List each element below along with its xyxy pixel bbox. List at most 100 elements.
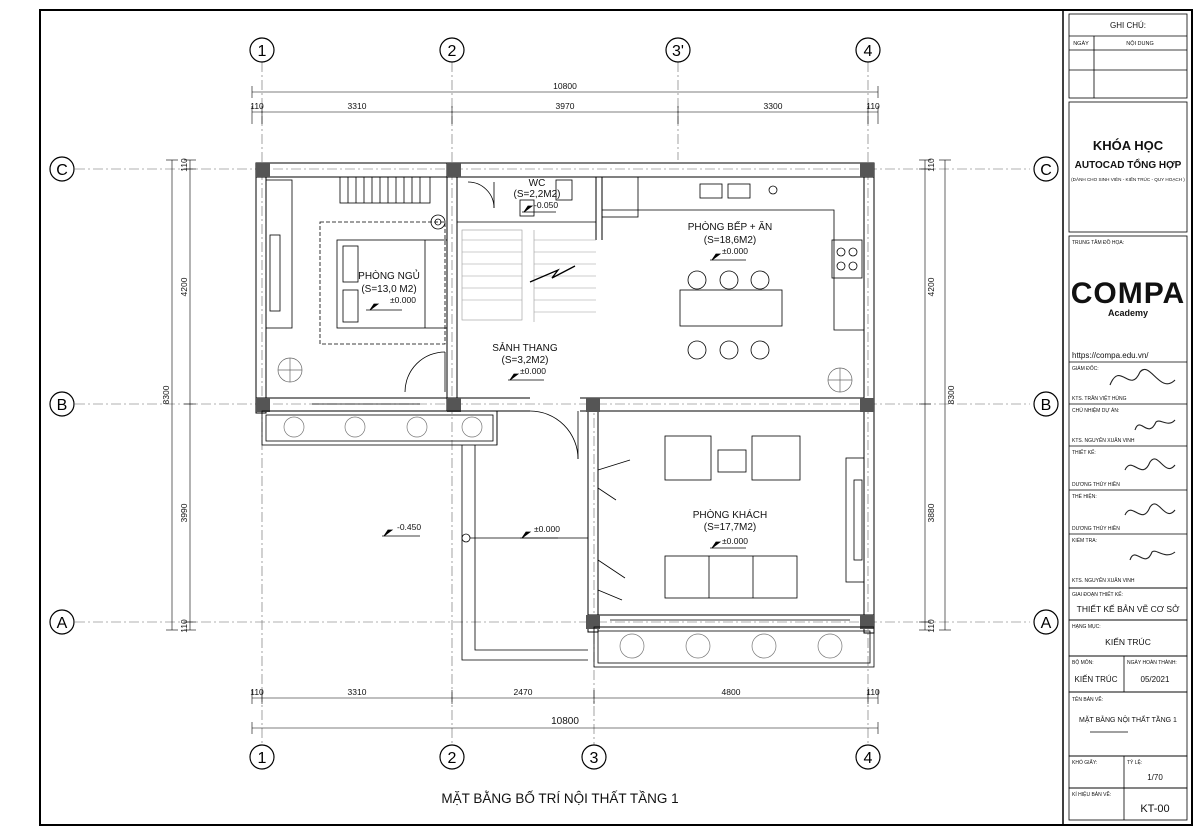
pm-label: CHỦ NHIỆM DỰ ÁN: bbox=[1072, 406, 1119, 414]
dim-text: 110 bbox=[866, 101, 880, 111]
room-name: WC bbox=[529, 178, 546, 189]
grid-bubbles-sides: C B A C B A bbox=[49, 156, 1059, 635]
room-level: -0.050 bbox=[534, 200, 558, 210]
check-name: KTS. NGUYỄN XUÂN VINH bbox=[1072, 577, 1135, 584]
dept-value: KIẾN TRÚC bbox=[1075, 674, 1118, 684]
course-title-2: AUTOCAD TỔNG HỢP bbox=[1075, 158, 1182, 171]
notes-header: GHI CHÚ: bbox=[1110, 21, 1146, 30]
room-level: ±0.000 bbox=[520, 366, 546, 376]
dimension-lines bbox=[166, 86, 951, 734]
grid-label-top: 4 bbox=[864, 43, 873, 60]
room-labels: PHÒNG NGỦ (S=13,0 M2) ±0.000 WC (S=2,2M2… bbox=[358, 178, 772, 546]
bedroom-furniture bbox=[265, 176, 448, 393]
notes-col-date: NGÀY bbox=[1073, 40, 1089, 47]
drawing-caption: MẶT BẰNG BỐ TRÍ NỘI THẤT TẦNG 1 bbox=[441, 791, 678, 806]
item-value: KIẾN TRÚC bbox=[1105, 637, 1151, 647]
grid-label-top: 3' bbox=[672, 43, 684, 60]
grid-label-right: B bbox=[1041, 397, 1052, 414]
room-name: SẢNH THANG bbox=[492, 341, 558, 354]
director-name: KTS. TRẦN VIỆT HÙNG bbox=[1072, 394, 1127, 402]
room-area: (S=13,0 M2) bbox=[361, 284, 416, 295]
room-area: (S=3,2M2) bbox=[502, 355, 549, 366]
dim-text: 2470 bbox=[514, 687, 533, 697]
grid-label-bottom: 2 bbox=[448, 750, 457, 767]
signature-checker bbox=[1129, 550, 1176, 561]
grid-label-left: C bbox=[56, 162, 68, 179]
grid-label-bottom: 4 bbox=[864, 750, 873, 767]
dept-label: BỘ MÔN: bbox=[1072, 659, 1094, 666]
paper-label: KHỔ GIẤY: bbox=[1072, 759, 1097, 766]
signature-pm bbox=[1134, 419, 1176, 431]
dim-text: 110 bbox=[866, 687, 880, 697]
design-label: THIẾT KẾ: bbox=[1072, 449, 1096, 456]
grid-label-bottom: 1 bbox=[258, 750, 267, 767]
grid-label-bottom: 3 bbox=[590, 750, 599, 767]
staircase bbox=[461, 229, 596, 322]
room-area: (S=18,6M2) bbox=[704, 235, 757, 246]
sheet-name-label: TÊN BẢN VẼ: bbox=[1072, 695, 1103, 703]
compa-logo-text: COMPA bbox=[1071, 277, 1185, 310]
signatures bbox=[1109, 369, 1176, 561]
notes-col-content: NỘI DUNG bbox=[1126, 40, 1154, 47]
room-name: PHÒNG BẾP + ĂN bbox=[688, 220, 773, 233]
compa-logo-subtext: Academy bbox=[1108, 308, 1148, 318]
dim-text: 3990 bbox=[179, 503, 189, 522]
room-level: ±0.000 bbox=[390, 295, 416, 305]
room-area: (S=17,7M2) bbox=[704, 522, 757, 533]
room-level: ±0.000 bbox=[722, 536, 748, 546]
dim-text: 3970 bbox=[556, 101, 575, 111]
dim-text: 3310 bbox=[348, 687, 367, 697]
pm-name: KTS. NGUYỄN XUÂN VINH bbox=[1072, 437, 1135, 444]
grid-bubbles-bottom: 1 2 3 4 bbox=[249, 744, 881, 770]
course-subtitle: (DÀNH CHO SINH VIÊN - KIẾN TRÚC - QUY HO… bbox=[1071, 175, 1185, 182]
yard-level: ±0.000 bbox=[534, 524, 560, 534]
wc-fixtures bbox=[457, 179, 596, 223]
room-name: PHÒNG NGỦ bbox=[358, 269, 420, 282]
titleblock-texts: GHI CHÚ: NGÀY NỘI DUNG KHÓA HỌC AUTOCAD … bbox=[1071, 21, 1186, 815]
dim-text: 3310 bbox=[348, 101, 367, 111]
signature-director bbox=[1109, 369, 1176, 386]
signature-designer bbox=[1124, 458, 1176, 471]
compa-url: https://compa.edu.vn/ bbox=[1072, 351, 1149, 360]
item-label: HẠNG MỤC: bbox=[1072, 624, 1101, 630]
shrubs bbox=[283, 416, 843, 659]
grid-label-left: B bbox=[57, 397, 68, 414]
draw-name: DƯƠNG THÚY HIỀN bbox=[1072, 525, 1120, 532]
draw-label: THỂ HIỆN: bbox=[1072, 492, 1097, 500]
director-label: GIÁM ĐỐC: bbox=[1072, 365, 1099, 372]
dimension-texts: 10800 110 3310 3970 3300 110 110 3310 24… bbox=[161, 81, 956, 727]
grid-lines bbox=[75, 62, 1030, 745]
grid-label-right: C bbox=[1040, 162, 1052, 179]
stair-break-symbol bbox=[529, 265, 576, 283]
level-markers bbox=[366, 205, 746, 549]
grid-bubbles-top: 1 2 3' 4 bbox=[249, 37, 881, 63]
dim-text: 8300 bbox=[946, 385, 956, 404]
signature-drafter bbox=[1124, 503, 1176, 516]
living-furniture bbox=[529, 410, 865, 601]
dim-text: 3880 bbox=[926, 503, 936, 522]
scale-value: 1/70 bbox=[1147, 773, 1163, 782]
walls bbox=[255, 162, 875, 634]
dim-text: 110 bbox=[250, 101, 264, 111]
sheet-no-value: KT-00 bbox=[1140, 803, 1169, 815]
dim-text: 10800 bbox=[551, 716, 579, 727]
check-label: KIỂM TRA: bbox=[1072, 537, 1097, 544]
dim-text: 4200 bbox=[179, 277, 189, 296]
sheet-name-value: MẶT BẰNG NỘI THẤT TẦNG 1 bbox=[1079, 714, 1177, 724]
design-name: DƯƠNG THÚY HIỀN bbox=[1072, 481, 1120, 488]
planters bbox=[261, 403, 875, 668]
date-label: NGÀY HOÀN THÀNH: bbox=[1127, 659, 1177, 666]
yard-level: -0.450 bbox=[397, 522, 421, 532]
titleblock-frames bbox=[1068, 13, 1188, 821]
dim-text: 10800 bbox=[553, 81, 577, 91]
dim-text: 4200 bbox=[926, 277, 936, 296]
room-area: (S=2,2M2) bbox=[514, 189, 561, 200]
grid-label-top: 1 bbox=[258, 43, 267, 60]
dim-text: 110 bbox=[926, 158, 936, 172]
dim-text: 8300 bbox=[161, 385, 171, 404]
sheet-border bbox=[39, 9, 1193, 826]
dim-text: 110 bbox=[179, 158, 189, 172]
scale-label: TỶ LỆ: bbox=[1127, 758, 1142, 766]
stage-label: GIAI ĐOẠN THIẾT KẾ: bbox=[1072, 591, 1123, 598]
